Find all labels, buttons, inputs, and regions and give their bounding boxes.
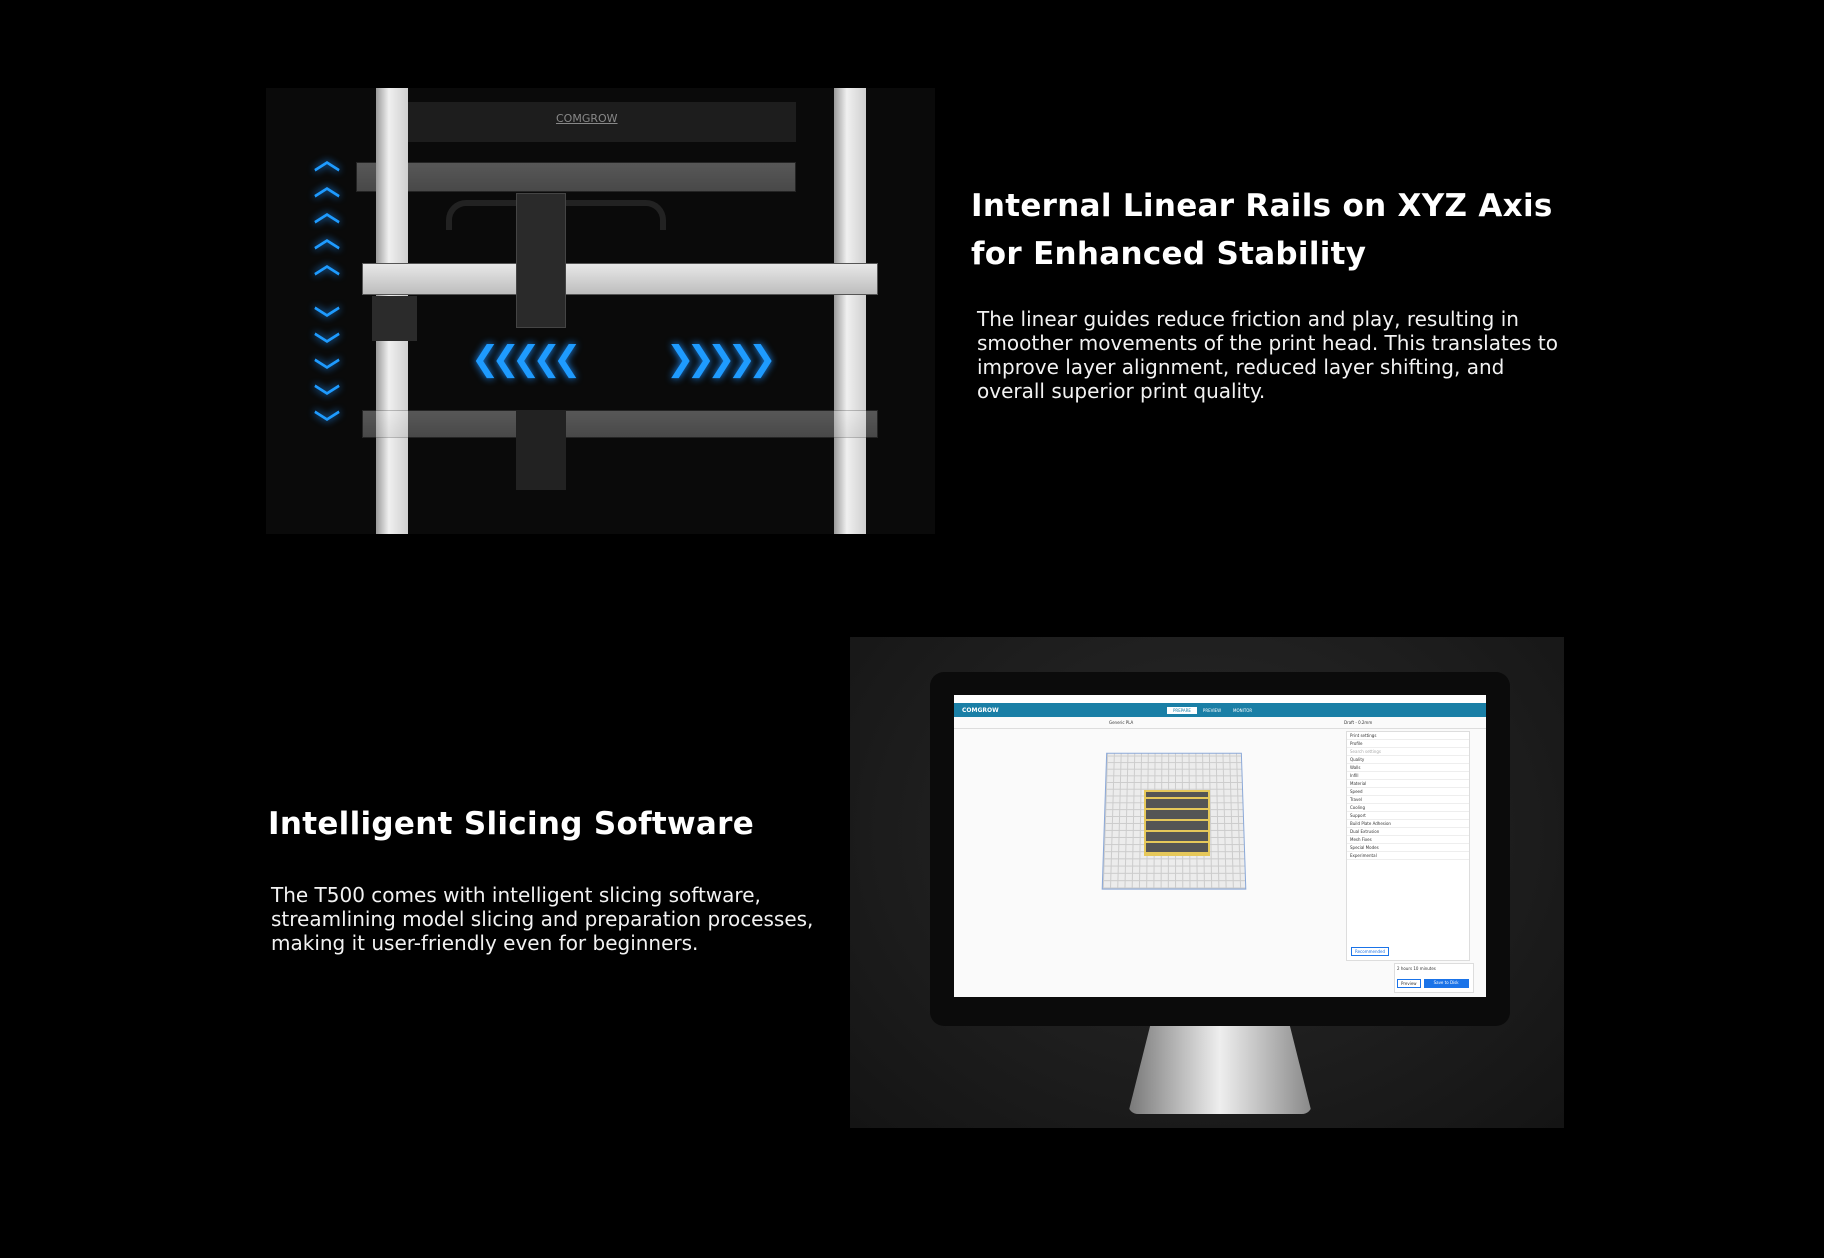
profile-summary[interactable]: Draft - 0.2mm [1344,720,1373,725]
title-line: for Enhanced Stability [971,236,1367,272]
linear-rails-image: COMGROW ︿︿︿︿︿ ﹀﹀﹀﹀﹀ ❮❮❮❮❮ ❯❯❯❯❯ [266,88,935,534]
section1-body: The linear guides reduce friction and pl… [977,307,1558,403]
profile-label[interactable]: Profile [1347,740,1469,748]
setting-category[interactable]: Dual Extrusion [1347,828,1469,836]
section2-title: Intelligent Slicing Software [268,806,755,842]
print-settings-panel: Print settings Profile Search settings Q… [1346,731,1470,961]
search-settings-input[interactable]: Search settings [1347,748,1469,756]
preview-button[interactable]: Preview [1397,979,1421,988]
arrow-right-icon: ❯❯❯❯❯ [666,339,776,379]
section1-title: Internal Linear Rails on XYZ Axis for En… [971,182,1553,278]
software-screen: COMGROW PREPARE PREVIEW MONITOR Generic … [954,695,1486,997]
monitor: COMGROW PREPARE PREVIEW MONITOR Generic … [930,672,1510,1026]
setting-category[interactable]: Infill [1347,772,1469,780]
tab-preview[interactable]: PREVIEW [1202,707,1222,713]
slicing-software-image: COMGROW PREPARE PREVIEW MONITOR Generic … [850,637,1564,1128]
arrow-down-icon: ﹀﹀﹀﹀﹀ [313,306,340,440]
recommended-button[interactable]: Recommended [1351,947,1390,956]
setting-category[interactable]: Material [1347,780,1469,788]
model [1144,790,1210,856]
tab-monitor[interactable]: MONITOR [1233,707,1253,713]
setting-category[interactable]: Mesh Fixes [1347,836,1469,844]
setting-category[interactable]: Experimental [1347,852,1469,860]
title-line: Internal Linear Rails on XYZ Axis [971,188,1553,224]
setting-category[interactable]: Speed [1347,788,1469,796]
setting-category[interactable]: Travel [1347,796,1469,804]
panel-title: Print settings [1347,732,1469,740]
monitor-stand [1128,1026,1312,1114]
setting-category[interactable]: Quality [1347,756,1469,764]
material-select[interactable]: Generic PLA [1109,720,1134,725]
setting-category[interactable]: Build Plate Adhesion [1347,820,1469,828]
setting-category[interactable]: Walls [1347,764,1469,772]
save-to-disk-button[interactable]: Save to Disk [1423,979,1469,988]
software-logo: COMGROW [962,706,999,714]
setting-category[interactable]: Support [1347,812,1469,820]
slice-panel: 2 hours 10 minutes Preview Save to Disk [1394,963,1474,993]
setting-category[interactable]: Cooling [1347,804,1469,812]
brand-label: COMGROW [556,112,618,125]
arrow-left-icon: ❮❮❮❮❮ [471,339,581,379]
print-time: 2 hours 10 minutes [1397,966,1436,971]
section2-body: The T500 comes with intelligent slicing … [271,883,814,955]
tab-prepare[interactable]: PREPARE [1167,706,1197,714]
setting-category[interactable]: Special Modes [1347,844,1469,852]
arrow-up-icon: ︿︿︿︿︿ [313,146,340,280]
